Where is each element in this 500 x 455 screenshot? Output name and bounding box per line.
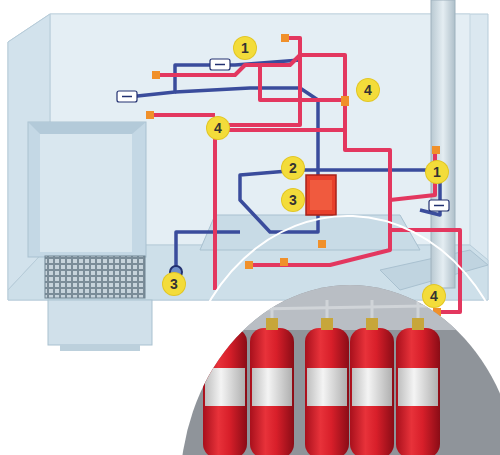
callout-number: 3 — [163, 273, 185, 295]
callout-number: 1 — [234, 37, 256, 59]
callout-number: 4 — [207, 117, 229, 139]
callout-number: 3 — [282, 189, 304, 211]
callout-number: 1 — [426, 161, 448, 183]
callout-number: 2 — [282, 157, 304, 179]
callout-number: 4 — [357, 79, 379, 101]
callout-number: 4 — [423, 285, 445, 307]
